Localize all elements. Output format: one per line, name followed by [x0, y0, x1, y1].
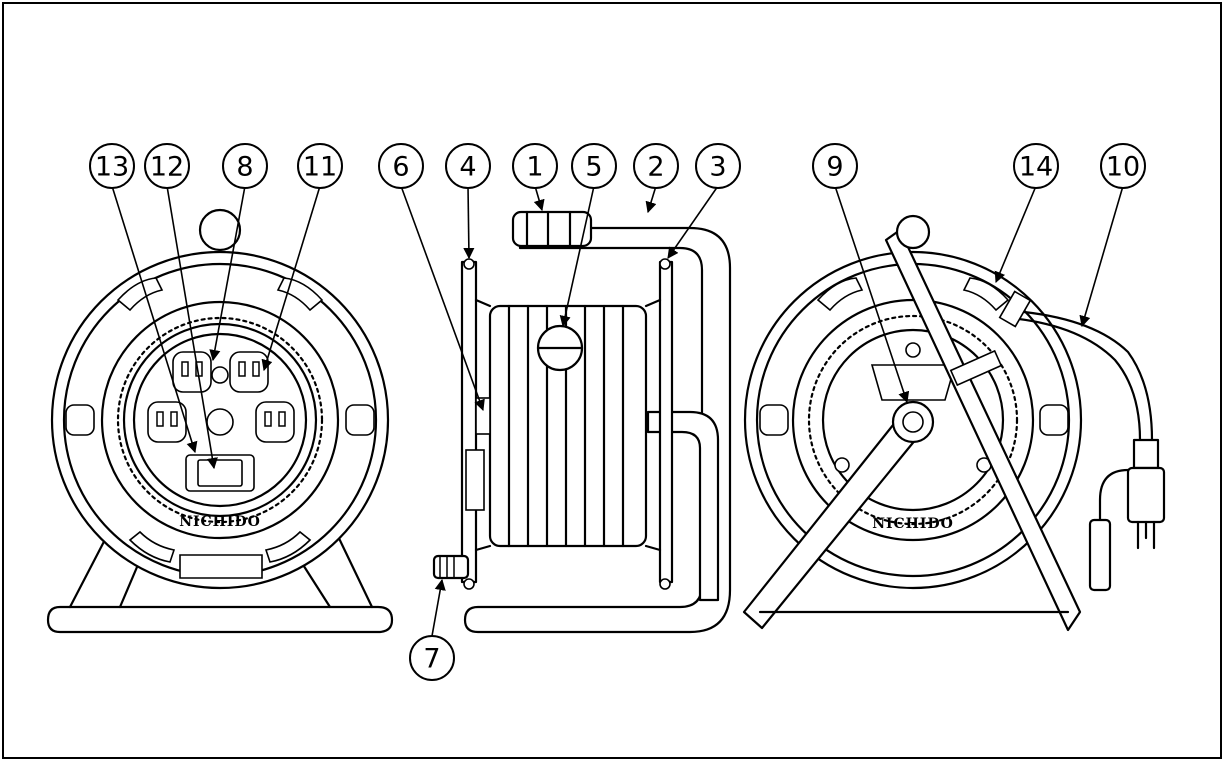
rear-power-cord [1008, 316, 1142, 442]
rear-view: NICHIDO [742, 214, 1166, 632]
svg-text:11: 11 [303, 152, 337, 183]
outlet [172, 351, 212, 393]
side-left-flange [460, 260, 478, 584]
callout-6: 6 [378, 143, 424, 189]
callout-7: 7 [409, 635, 455, 681]
callout-8: 8 [222, 143, 268, 189]
front-grip-slot [65, 404, 95, 436]
side-right-flange [658, 260, 674, 584]
leader-lines [111, 185, 1124, 637]
svg-text:10: 10 [1106, 152, 1140, 183]
svg-text:9: 9 [826, 152, 843, 183]
svg-text:7: 7 [423, 644, 440, 675]
front-stand-legs [68, 528, 374, 609]
callout-11: 11 [297, 143, 343, 189]
rear-plug [1126, 466, 1166, 524]
rear-ground-lead [1088, 518, 1112, 592]
front-outlet-group [147, 351, 295, 443]
callout-2: 2 [633, 143, 679, 189]
svg-text:14: 14 [1019, 152, 1053, 183]
callout-9: 9 [812, 143, 858, 189]
side-carry-handle [511, 210, 593, 248]
callout-4: 4 [445, 143, 491, 189]
callout-10: 10 [1100, 143, 1146, 189]
front-view: NICHIDO [46, 208, 394, 634]
svg-text:2: 2 [647, 152, 664, 183]
side-view [432, 210, 732, 634]
front-base-bar [46, 605, 394, 634]
callout-5: 5 [571, 143, 617, 189]
rear-brand-label: NICHIDO [872, 516, 954, 532]
svg-text:13: 13 [95, 152, 129, 183]
callout-3: 3 [695, 143, 741, 189]
svg-text:8: 8 [236, 152, 253, 183]
callout-12: 12 [144, 143, 190, 189]
callout-1: 1 [512, 143, 558, 189]
side-lock-knob [432, 554, 470, 580]
front-brand-label: NICHIDO [179, 514, 261, 530]
front-top-handle [198, 208, 242, 252]
svg-text:1: 1 [526, 152, 543, 183]
callout-14: 14 [1013, 143, 1059, 189]
callout-13: 13 [89, 143, 135, 189]
svg-text:4: 4 [459, 152, 476, 183]
svg-text:3: 3 [709, 152, 726, 183]
svg-text:5: 5 [585, 152, 602, 183]
svg-text:12: 12 [150, 152, 184, 183]
rear-stand-leg-right [884, 228, 1082, 632]
svg-text:6: 6 [392, 152, 409, 183]
